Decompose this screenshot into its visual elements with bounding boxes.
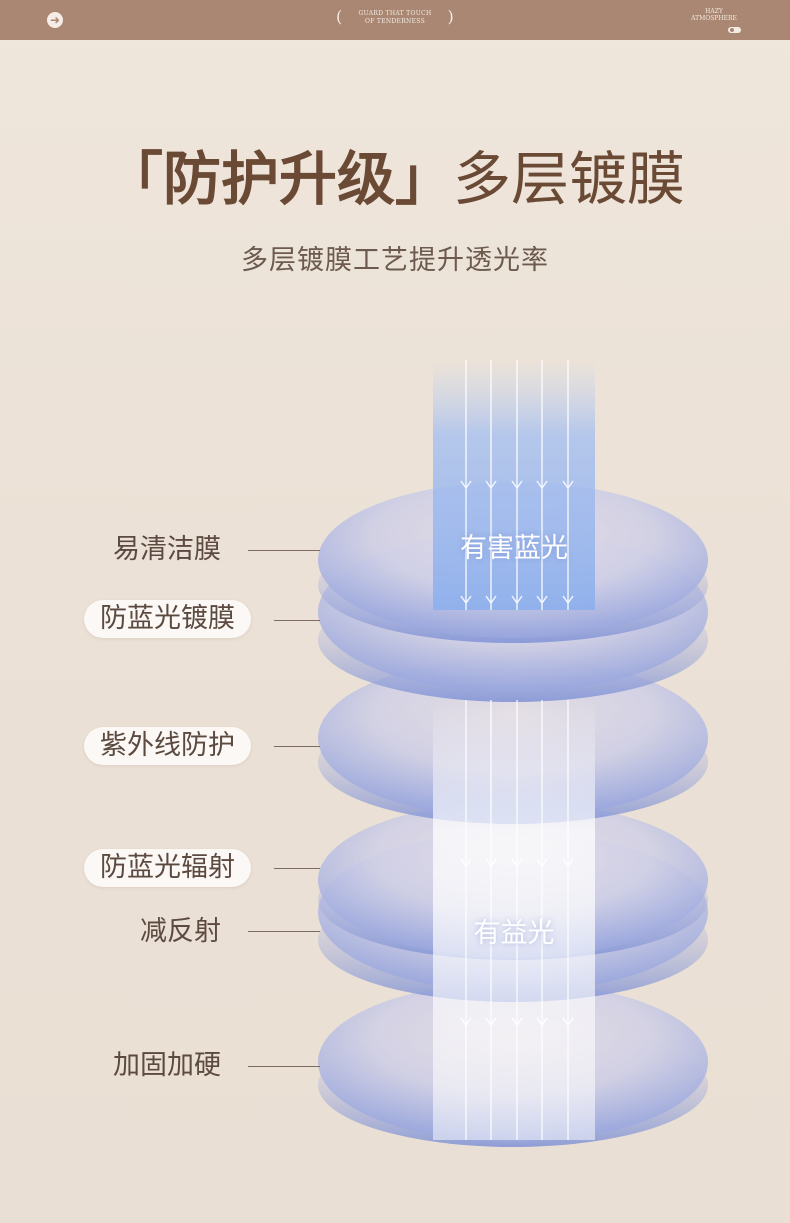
- connector-line: [248, 1066, 320, 1067]
- top-banner: ➜ ( GUARD THAT TOUCH OF TENDERNESS ) HAZ…: [0, 0, 790, 40]
- title-rest: 多层镀膜: [453, 145, 686, 213]
- arrow-down-icon: [536, 595, 548, 605]
- tagline-line-1: GUARD THAT TOUCH: [358, 10, 432, 17]
- arrow-down-icon: [485, 595, 497, 605]
- arrow-down-icon: [485, 858, 497, 868]
- arrow-down-icon: [562, 480, 574, 490]
- arrow-down-icon: [460, 595, 472, 605]
- arrow-down-icon: [485, 480, 497, 490]
- arrow-down-icon: [511, 595, 523, 605]
- layer-label-uv-protection: 紫外线防护: [84, 727, 251, 765]
- arrow-down-icon: [485, 1017, 497, 1027]
- beneficial-light-label: 有益光: [473, 918, 555, 949]
- arrow-down-icon: [511, 858, 523, 868]
- hazy-line-1: HAZY: [705, 8, 723, 15]
- layer-label-anti-blue-coating: 防蓝光镀膜: [84, 600, 251, 638]
- arrow-down-icon: [511, 1017, 523, 1027]
- arrow-down-icon: [460, 1017, 472, 1027]
- layer-label-anti-reflection: 减反射: [140, 916, 221, 947]
- arrow-down-icon: [460, 858, 472, 868]
- page-subtitle: 多层镀膜工艺提升透光率: [241, 245, 549, 276]
- left-paren: (: [336, 7, 343, 26]
- arrow-down-icon: [536, 480, 548, 490]
- layer-label-anti-blue-radiation: 防蓝光辐射: [84, 849, 251, 887]
- connector-line: [248, 931, 320, 932]
- brand-tagline: ( GUARD THAT TOUCH OF TENDERNESS ): [336, 7, 454, 30]
- arrow-down-icon: [536, 858, 548, 868]
- arrow-down-icon: [460, 480, 472, 490]
- layer-label-hardening: 加固加硬: [113, 1050, 221, 1081]
- connector-line: [248, 550, 320, 551]
- arrow-right-icon[interactable]: ➜: [47, 12, 63, 28]
- light-rays: [460, 360, 574, 1140]
- hazy-atmosphere-caption: HAZY ATMOSPHERE: [680, 8, 748, 22]
- connector-line: [274, 868, 320, 869]
- layer-label-easy-clean: 易清洁膜: [113, 534, 221, 565]
- tagline-line-2: OF TENDERNESS: [365, 18, 425, 25]
- hazy-line-2: ATMOSPHERE: [691, 15, 737, 22]
- arrow-down-icon: [511, 480, 523, 490]
- page-title: 「防护升级」多层镀膜: [0, 143, 790, 215]
- arrow-down-icon: [536, 1017, 548, 1027]
- connector-line: [274, 746, 320, 747]
- connector-line: [274, 620, 320, 621]
- toggle-icon[interactable]: [728, 27, 741, 33]
- right-paren: ): [447, 7, 454, 26]
- arrow-down-icon: [562, 595, 574, 605]
- arrow-down-icon: [562, 1017, 574, 1027]
- harmful-blue-light-label: 有害蓝光: [460, 533, 568, 564]
- arrow-down-icon: [562, 858, 574, 868]
- title-bracketed: 「防护升级」: [104, 145, 453, 213]
